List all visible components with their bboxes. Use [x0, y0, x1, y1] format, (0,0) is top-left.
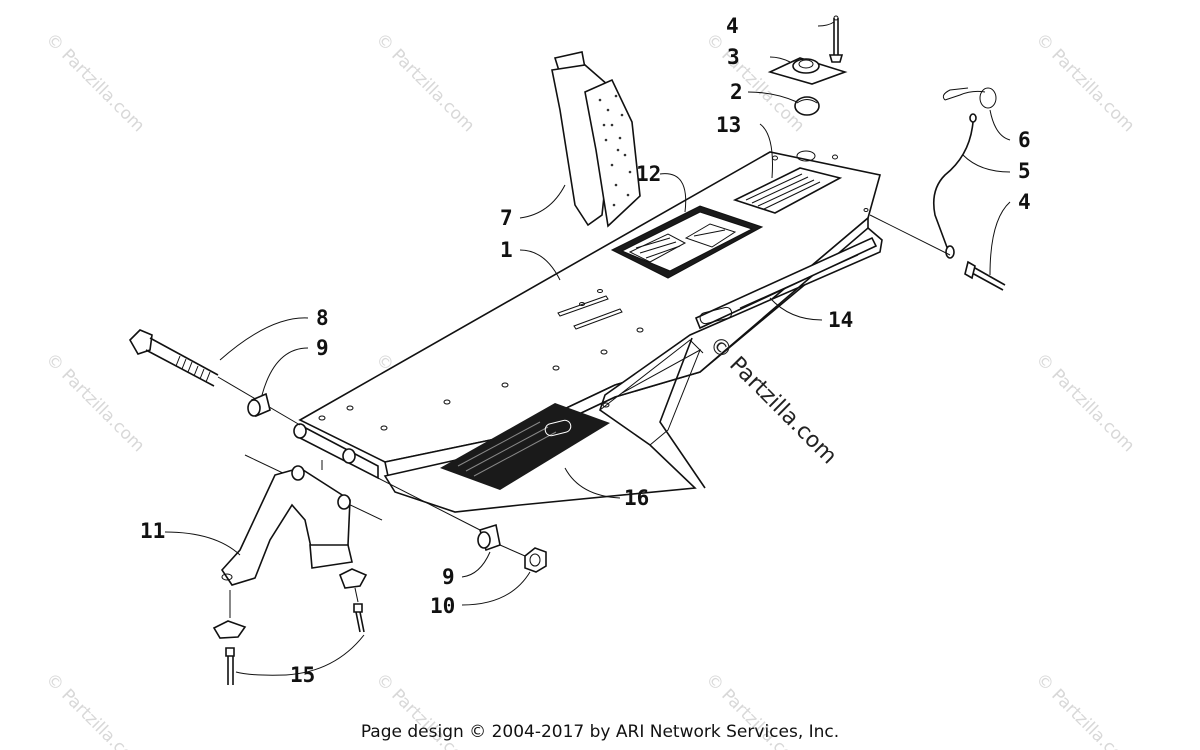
part-7-pad[interactable]	[551, 51, 641, 228]
watermark-tile: © Partzilla.com	[1031, 349, 1138, 456]
part-3-bracket[interactable]	[767, 57, 848, 85]
watermark-tile: © Partzilla.com	[41, 349, 148, 456]
callout-labels: 4 3 2 13 6 5 4 12 7 1 14 8 9 11 16 9 10 …	[140, 14, 1031, 687]
callout-6[interactable]: 6	[1018, 128, 1031, 152]
page-credit: Page design © 2004-2017 by ARI Network S…	[360, 722, 840, 742]
leader-lines	[164, 21, 1011, 676]
part-12-decal[interactable]	[610, 205, 764, 279]
callout-11[interactable]: 11	[140, 519, 165, 543]
callout-9[interactable]: 9	[316, 336, 329, 360]
callout-4[interactable]: 4	[1018, 190, 1031, 214]
callout-1[interactable]: 1	[500, 238, 513, 262]
callout-10[interactable]: 10	[430, 594, 455, 618]
callout-16[interactable]: 16	[624, 486, 649, 510]
part-13-decal[interactable]	[732, 167, 843, 214]
callout-2[interactable]: 2	[730, 80, 743, 104]
callout-5[interactable]: 5	[1018, 159, 1031, 183]
part-9-bushing-right[interactable]	[477, 523, 501, 552]
callout-14[interactable]: 14	[828, 308, 853, 332]
callout-12[interactable]: 12	[636, 162, 661, 186]
callout-7[interactable]: 7	[500, 206, 513, 230]
watermark-tile: © Partzilla.com	[41, 29, 148, 136]
part-8-bolt[interactable]	[129, 329, 301, 426]
part-16-decal[interactable]	[440, 403, 610, 490]
part-5-cable[interactable]	[932, 121, 974, 259]
part-9-bushing-left[interactable]	[247, 392, 271, 418]
watermark-main: © Partzilla.com	[704, 332, 842, 470]
part-10-nut[interactable]	[524, 547, 547, 573]
watermark-tile: © Partzilla.com	[371, 29, 478, 136]
callout-15[interactable]: 15	[290, 663, 315, 687]
callout-3[interactable]: 3	[727, 45, 740, 69]
watermark-tile: © Partzilla.com	[1031, 29, 1138, 136]
callout-8[interactable]: 8	[316, 306, 329, 330]
callout-13[interactable]: 13	[716, 113, 741, 137]
part-11-bracket[interactable]	[220, 454, 383, 586]
part-4-pin-right[interactable]	[964, 260, 1006, 291]
callout-4[interactable]: 4	[726, 14, 739, 38]
part-14-decal[interactable]	[694, 236, 878, 330]
mounting-holes	[318, 154, 869, 431]
part-2-grommet[interactable]	[794, 96, 820, 116]
callout-9[interactable]: 9	[442, 565, 455, 589]
part-15-fasteners[interactable]	[212, 568, 368, 685]
part-4-pin-top[interactable]	[828, 15, 844, 63]
part-6-clip[interactable]	[942, 87, 997, 123]
